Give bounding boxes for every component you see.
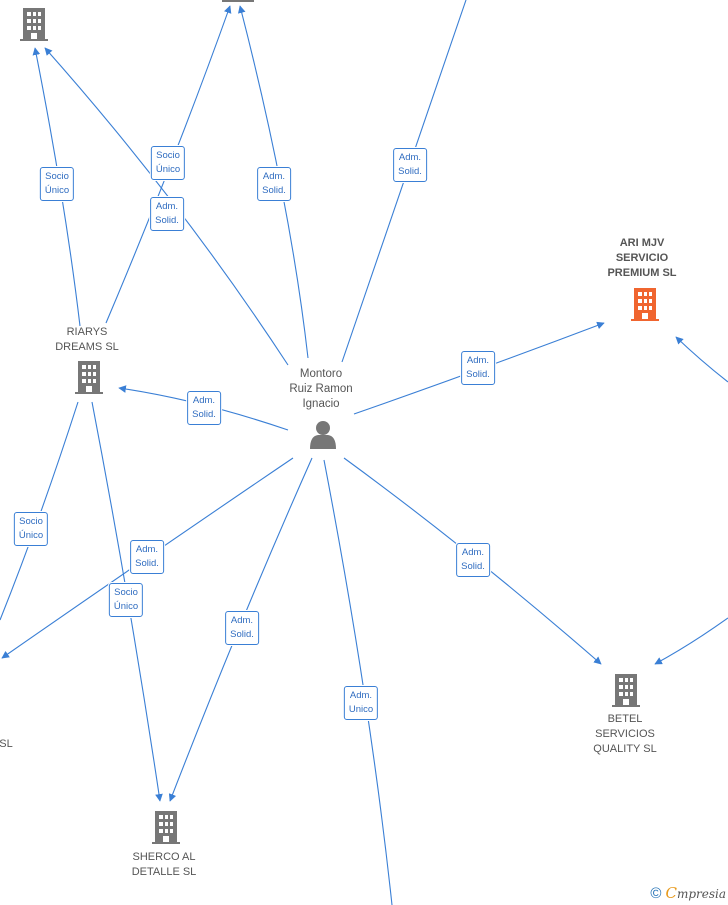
edge-label-adm-solid: Adm. Solid. <box>456 543 490 577</box>
building-icon[interactable] <box>612 674 640 707</box>
edge-label-adm-solid: Adm. Solid. <box>461 351 495 385</box>
building-icon[interactable] <box>222 0 254 2</box>
edge-person-bottom <box>323 459 393 905</box>
company-label-betel[interactable]: BETEL SERVICIOS QUALITY SL <box>593 713 657 755</box>
edge-label-socio-unico: Socio Único <box>13 512 49 546</box>
edge-right-betel <box>654 617 728 665</box>
company-label-left-sl[interactable]: SL <box>0 738 13 750</box>
building-icon[interactable] <box>75 361 103 394</box>
edge-label-socio-unico: Socio Único <box>39 167 75 201</box>
copyright-icon: © <box>650 884 662 902</box>
building-icon[interactable] <box>20 8 48 41</box>
edge-label-adm-solid: Adm. Solid. <box>187 391 221 425</box>
edge-label-adm-unico: Adm. Unico <box>343 686 379 720</box>
edge-label-adm-solid: Adm. Solid. <box>150 197 184 231</box>
company-label-sherco[interactable]: SHERCO AL DETALLE SL <box>131 851 197 878</box>
edge-label-socio-unico: Socio Único <box>150 146 186 180</box>
company-label-riarys[interactable]: RIARYS DREAMS SL <box>55 326 119 353</box>
building-icon[interactable] <box>152 811 180 844</box>
brand-logo[interactable]: Cmpresia <box>665 884 726 902</box>
edge-right-ari <box>675 336 728 383</box>
edge-label-adm-solid: Adm. Solid. <box>257 167 291 201</box>
edge-label-socio-unico: Socio Único <box>108 583 144 617</box>
edge-label-adm-solid: Adm. Solid. <box>393 148 427 182</box>
edge-label-adm-solid: Adm. Solid. <box>225 611 259 645</box>
edge-label-adm-solid: Adm. Solid. <box>130 540 164 574</box>
company-label-ari-mjv[interactable]: ARI MJV SERVICIO PREMIUM SL <box>607 237 677 279</box>
brand-footer: © Cmpresia <box>650 884 726 902</box>
person-label-montoro[interactable]: Montoro Ruiz Ramon Ignacio <box>289 368 353 410</box>
building-icon[interactable] <box>631 288 659 321</box>
person-icon[interactable] <box>310 421 336 449</box>
edge-riarys-left <box>0 401 79 621</box>
